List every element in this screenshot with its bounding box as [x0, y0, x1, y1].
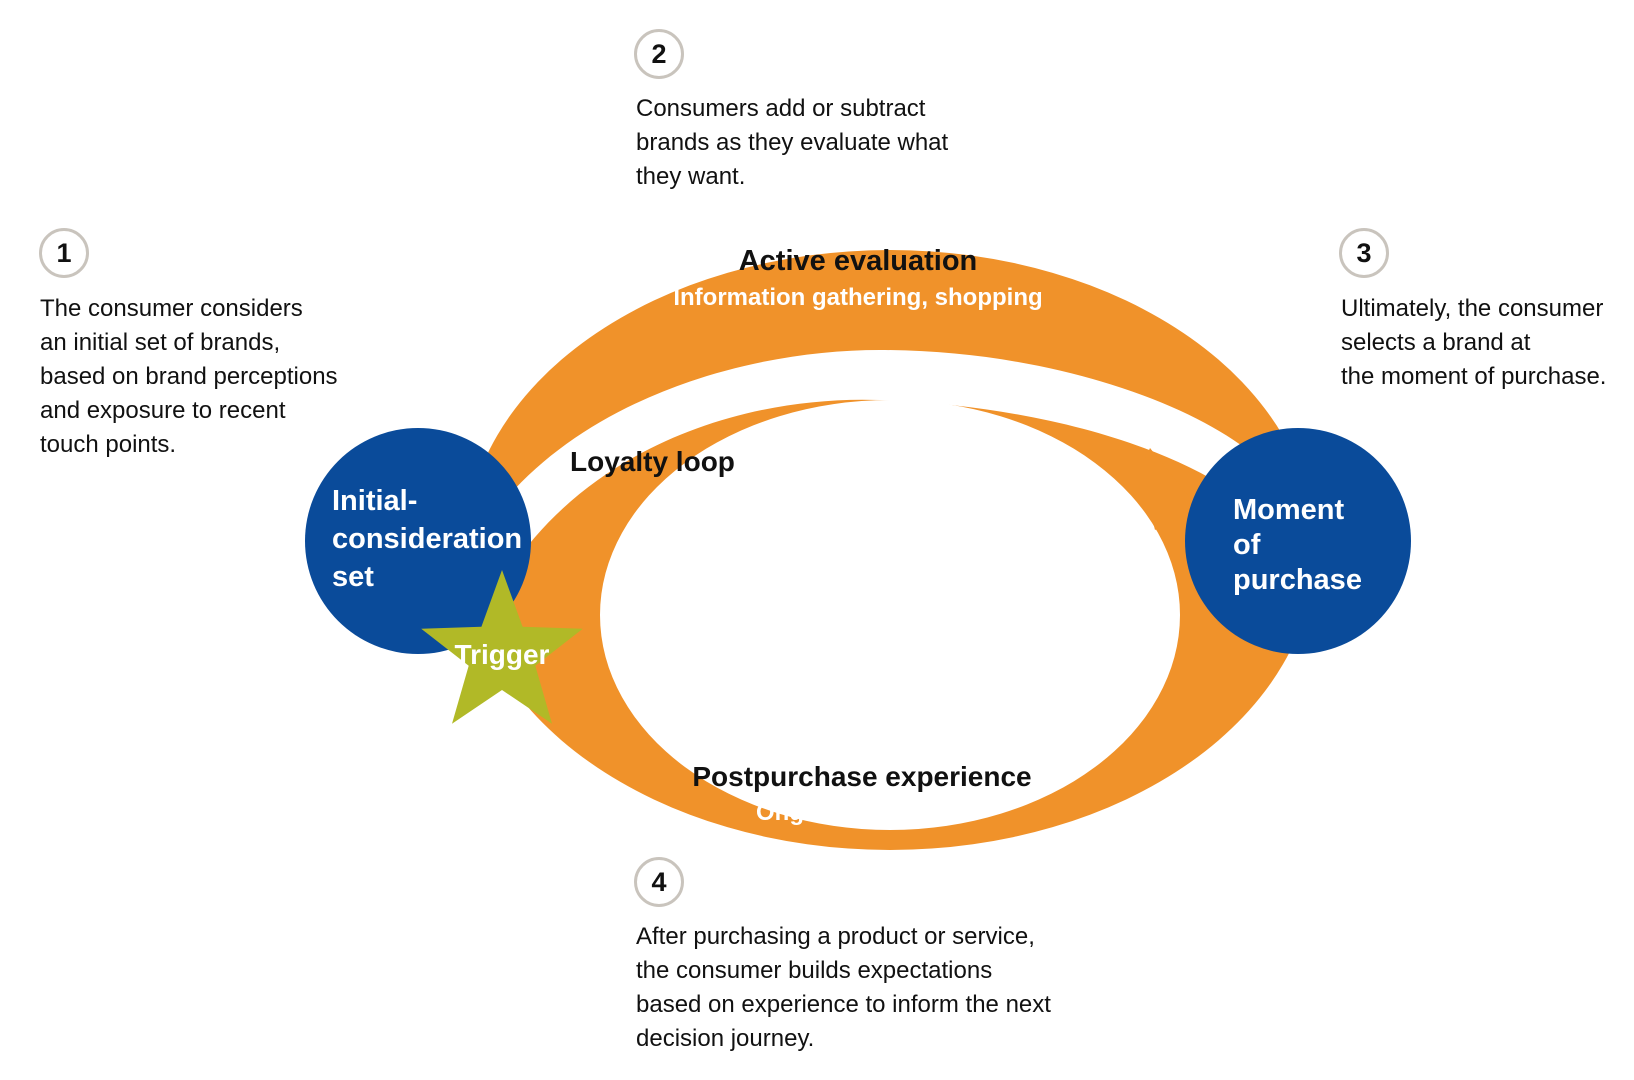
step-4-description: After purchasing a product or service, t… — [636, 923, 1051, 1052]
loyalty-loop-title: Loyalty loop — [570, 446, 735, 477]
moment-of-purchase-line2: of — [1233, 529, 1261, 561]
white-channel-gap — [455, 350, 1262, 582]
trigger-star-icon — [421, 570, 583, 724]
step-2-badge: 2 — [634, 29, 684, 79]
active-evaluation-subtitle: Information gathering, shopping — [673, 284, 1042, 311]
step-4-badge: 4 — [634, 857, 684, 907]
initial-consideration-line1: Initial- — [332, 485, 417, 517]
active-evaluation-title: Active evaluation — [739, 245, 978, 277]
moment-of-purchase-circle — [1185, 428, 1411, 654]
step-1-badge: 1 — [39, 228, 89, 278]
moment-of-purchase-line1: Moment — [1233, 494, 1345, 526]
initial-consideration-line2: consideration — [332, 523, 522, 555]
step-1-description: The consumer considers an initial set of… — [40, 295, 338, 458]
initial-consideration-line3: set — [332, 561, 374, 593]
moment-of-purchase-line3: purchase — [1233, 564, 1362, 596]
postpurchase-title: Postpurchase experience — [692, 761, 1031, 792]
step-3-badge: 3 — [1339, 228, 1389, 278]
outer-arc-notch — [1305, 330, 1400, 430]
step-3-description: Ultimately, the consumer selects a brand… — [1341, 295, 1607, 390]
step-2-number: 2 — [651, 38, 667, 69]
loyalty-loop-arrowhead — [1140, 448, 1198, 530]
step-3-number: 3 — [1356, 237, 1372, 268]
trigger-label: Trigger — [455, 639, 550, 670]
postpurchase-subtitle: Ongoing exposure — [756, 799, 968, 826]
initial-consideration-circle — [305, 428, 531, 654]
step-2-description: Consumers add or subtract brands as they… — [636, 95, 949, 190]
step-1-number: 1 — [56, 237, 72, 268]
step-4-number: 4 — [651, 866, 667, 897]
